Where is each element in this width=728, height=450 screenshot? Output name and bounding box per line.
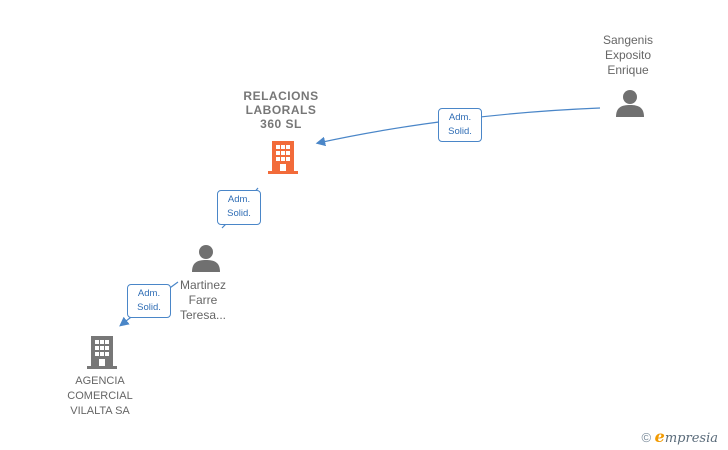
edge-label-line-1: Adm. <box>448 112 472 123</box>
company-relacions-icon-shape <box>268 141 298 174</box>
person-sangenis-label[interactable]: Sangenis Exposito Enrique <box>583 33 673 78</box>
edge-label-line-2: Solid. <box>137 302 161 313</box>
company-relacions-line-3: 360 SL <box>260 117 302 131</box>
brand-logo: © empresia <box>641 427 718 446</box>
person-martinez-line-2: Farre <box>188 293 218 307</box>
edge-label-line-1: Adm. <box>227 194 251 205</box>
brand-letter: e <box>654 427 665 446</box>
edge-label-line-1: Adm. <box>137 288 161 299</box>
company-relacions-label[interactable]: RELACIONS LABORALS 360 SL <box>226 89 336 131</box>
copyright-icon: © <box>641 430 652 445</box>
edge-label-line-2: Solid. <box>227 208 251 219</box>
building-icon[interactable] <box>266 139 300 175</box>
company-agencia-line-3: VILALTA SA <box>70 405 130 417</box>
person-sangenis-line-1: Sangenis <box>602 33 654 47</box>
person-icon[interactable] <box>190 243 222 273</box>
company-agencia-label[interactable]: AGENCIA COMERCIAL VILALTA SA <box>50 374 150 419</box>
brand-name: mpresia <box>664 431 718 446</box>
company-agencia-line-1: AGENCIA <box>75 375 125 387</box>
building-icon[interactable] <box>85 334 119 370</box>
person-icon[interactable] <box>614 88 646 118</box>
person-sangenis-line-3: Enrique <box>607 63 649 77</box>
person-martinez-label[interactable]: Martinez Farre Teresa... <box>158 278 248 323</box>
edge-label-line-2: Solid. <box>448 126 472 137</box>
person-martinez-line-1: Martinez <box>179 278 226 292</box>
edge-label-martinez-agencia[interactable]: Adm. Solid. <box>127 284 171 318</box>
person-martinez-line-3: Teresa... <box>179 308 227 322</box>
company-relacions-line-1: RELACIONS <box>243 89 319 103</box>
company-agencia-line-2: COMERCIAL <box>67 390 133 402</box>
company-relacions-line-2: LABORALS <box>245 103 317 117</box>
person-sangenis-line-2: Exposito <box>604 48 652 62</box>
edge-label-sangenis-relacions[interactable]: Adm. Solid. <box>438 108 482 142</box>
edge-label-martinez-relacions[interactable]: Adm. Solid. <box>217 190 261 225</box>
